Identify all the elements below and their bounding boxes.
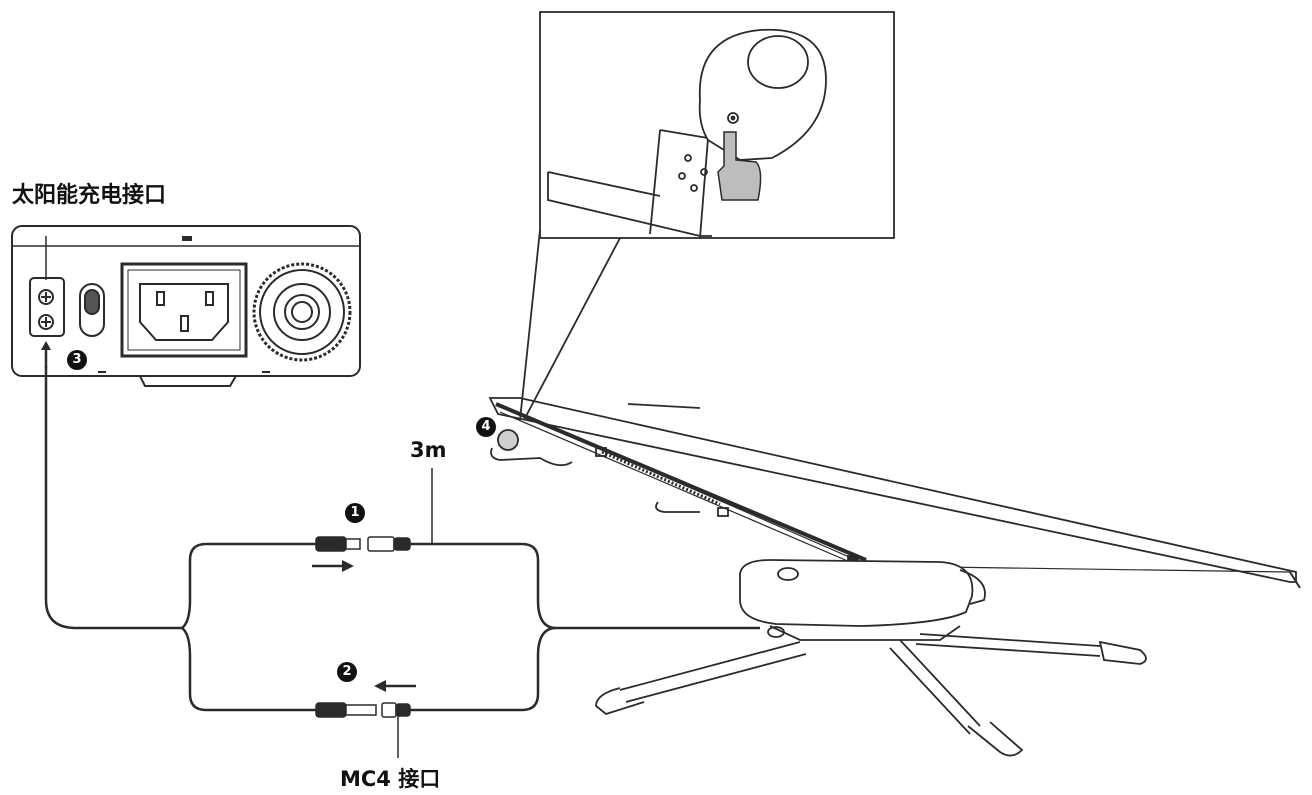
solar-panel: [488, 397, 1301, 589]
step-4-badge: 4: [476, 417, 496, 437]
tripod-hub: [739, 559, 986, 641]
finger-press-icon: [717, 131, 762, 201]
arrow-left: [374, 680, 416, 692]
detail-inset: [519, 11, 895, 421]
ac-inlet: [120, 262, 248, 358]
power-switch: [79, 283, 105, 337]
cable-length-label: 3m: [410, 438, 447, 462]
mc4-connector-bottom: [315, 702, 411, 718]
insert-arrow: [41, 341, 51, 368]
step-2-badge: 2: [337, 662, 357, 682]
tripod-legs: [595, 633, 1147, 757]
main-cable: [44, 236, 182, 630]
leader-lines: [397, 468, 433, 758]
arrow-right: [312, 560, 354, 572]
round-connector: [252, 262, 352, 362]
step-1-badge: 1: [345, 503, 365, 523]
mc4-connector-top: [315, 536, 411, 552]
branch-cables: [181, 542, 760, 712]
mc4-port-label: MC4 接口: [340, 767, 441, 791]
solar-charge-port: [29, 277, 65, 337]
solar-port-label: 太阳能充电接口: [12, 183, 167, 208]
step-3-badge: 3: [67, 350, 87, 370]
